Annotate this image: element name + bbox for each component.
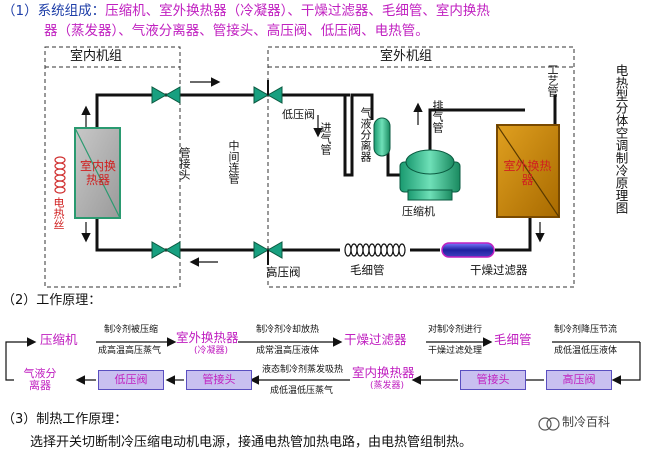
discharge-pipe-label: 排气管 <box>431 100 444 133</box>
note-condense-top: 制冷剂冷却放热 <box>256 325 320 335</box>
note-compress-top: 制冷剂被压缩 <box>104 325 159 335</box>
outdoor-unit-label: 室外机组 <box>380 49 433 64</box>
flow-outdoor-hx-sub: (冷凝器) <box>194 346 229 356</box>
note-filter-top: 对制冷剂进行 <box>428 325 483 335</box>
section3-text: 选择开关切断制冷压缩电动机电源，接通电热管加热电路，由电热管组制热。 <box>30 435 473 450</box>
pipe-joint-label: 管接头 <box>178 147 191 180</box>
section1-line1: （1）系统组成：压缩机、室外换热器（冷凝器）、干燥过滤器、毛细管、室内换热 <box>2 4 490 19</box>
section2-number: （2） <box>2 293 37 308</box>
section2-label: 工作原理： <box>36 293 102 308</box>
indoor-unit-boundary <box>44 46 181 288</box>
discharge-pipe <box>428 108 525 160</box>
section1-line2: 器（蒸发器）、气液分离器、管接头、高压阀、低压阀、电热管。 <box>44 24 429 39</box>
capillary-label: 毛细管 <box>350 263 385 277</box>
flow-filter-drier: 干燥过滤器 <box>344 332 407 347</box>
flow-separator: 气液分离器 <box>23 367 57 393</box>
outdoor-hx-label: 室外换热器 <box>503 159 552 187</box>
flow-pipe-joint-a: 管接头 <box>186 370 252 390</box>
section1-components-c: 电热管。 <box>374 23 429 39</box>
flow-high-pressure-valve: 高压阀 <box>546 370 612 390</box>
high-pressure-valve-label: 高压阀 <box>266 265 301 279</box>
flow-indoor-hx-sub: (蒸发器) <box>370 381 405 391</box>
compressor-label: 压缩机 <box>402 205 435 218</box>
section1-label: 系统组成： <box>37 3 106 19</box>
low-pressure-valve-label: 低压阀 <box>282 108 315 121</box>
section3-label: 制热工作原理： <box>36 412 128 427</box>
low-pressure-valve-icon <box>253 80 283 104</box>
flow-outdoor-hx: 室外换热器 <box>176 330 239 345</box>
suction-loop-pipe <box>343 93 374 177</box>
flow-low-pressure-valve: 低压阀 <box>98 370 164 390</box>
side-title: 电热型分体空调制冷原理图 <box>613 64 629 214</box>
suction-pipe-label: 进气管 <box>319 122 332 155</box>
flow-compressor: 压缩机 <box>40 332 78 347</box>
high-pressure-valve-icon <box>253 241 283 265</box>
section1-number: （1） <box>2 3 38 19</box>
flow-indoor-hx: 室内换热器 <box>352 365 415 380</box>
section1-components-a: 压缩机、室外换热器（冷凝器）、干燥过滤器、毛细管、室内换热 <box>105 3 490 19</box>
section3-number: （3） <box>2 412 37 427</box>
heating-wire-coil <box>54 156 66 194</box>
filter-drier-label: 干燥过滤器 <box>470 263 528 277</box>
separator-label: 气液分离器 <box>359 107 372 162</box>
connecting-pipe-label: 中间连管 <box>227 140 240 184</box>
note-evaporate-bottom: 成低温低压蒸气 <box>270 386 334 396</box>
watermark-text: 制冷百科 <box>562 415 611 429</box>
bottom-pipe-right <box>495 215 532 252</box>
note-throttle-bottom: 成低温低压液体 <box>554 346 618 356</box>
section2-heading: （2）工作原理： <box>2 293 102 308</box>
pipe-joint-top-icon <box>151 86 181 104</box>
flow-capillary: 毛细管 <box>494 332 532 347</box>
section1-components-b: 器（蒸发器）、气液分离器、管接头、高压阀、低压阀、 <box>44 23 375 39</box>
note-filter-bottom: 干燥过滤处理 <box>428 346 483 356</box>
capillary-coil <box>344 243 406 257</box>
bottom-pipe-left <box>95 215 340 252</box>
note-condense-bottom: 成常温高压液体 <box>256 346 320 356</box>
compressor <box>399 149 461 201</box>
watermark-logo-icon <box>538 417 560 431</box>
note-evaporate-top: 液态制冷剂蒸发吸热 <box>262 365 344 375</box>
heating-wire-label: 电热丝 <box>52 197 65 230</box>
gas-liquid-separator <box>373 117 391 157</box>
flow-pipe-joint-b: 管接头 <box>460 370 526 390</box>
indoor-hx-label: 室内换热器 <box>79 159 116 187</box>
process-pipe-label: 工艺管 <box>546 64 559 97</box>
note-compress-bottom: 成高温高压蒸气 <box>98 346 162 356</box>
pipe-joint-bottom-icon <box>151 241 181 259</box>
indoor-unit-label: 室内机组 <box>70 49 123 64</box>
filter-drier <box>441 242 495 258</box>
section3-heading: （3）制热工作原理： <box>2 412 128 427</box>
note-throttle-top: 制冷剂降压节流 <box>554 325 618 335</box>
